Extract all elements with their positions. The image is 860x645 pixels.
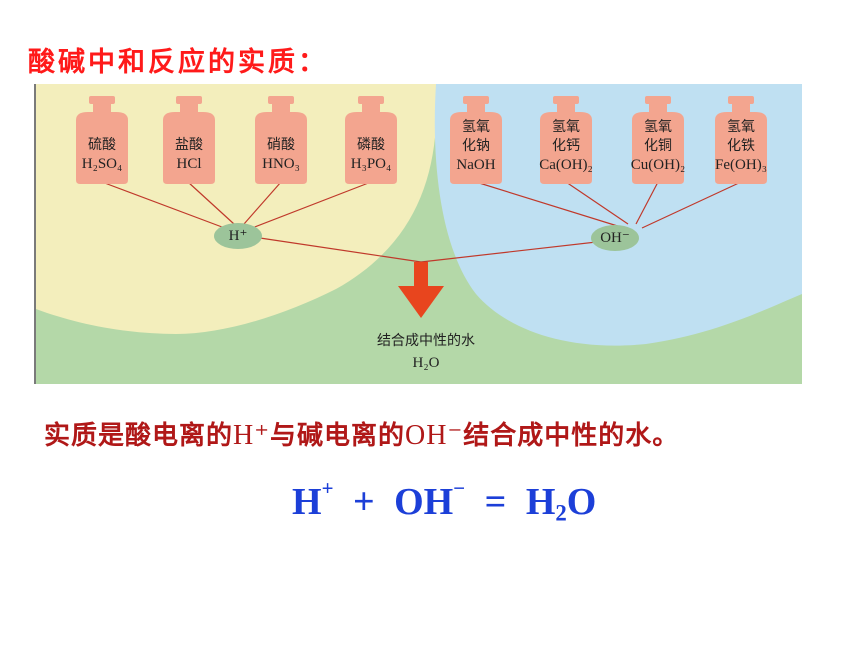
bottle-1 (76, 96, 128, 184)
base-bottle-label: 氢氧 化铁 Fe(OH)₃ (715, 119, 767, 173)
slide-title: 酸碱中和反应的实质： (28, 47, 328, 78)
acid-bottle-label: 硝酸 HNO₃ (262, 137, 300, 172)
base-bottle-label: 氢氧 化钠 NaOH (456, 119, 496, 173)
acid-bottle-label: 硫酸 H₂SO₄ (81, 137, 123, 172)
diagram-background (36, 84, 802, 384)
result-label: 结合成中性的水 H₂O (377, 333, 475, 371)
hydroxide-ion-node: OH⁻ (591, 225, 639, 251)
acid-bottle-label: 磷酸 H₃PO₄ (350, 137, 392, 172)
essence-statement: 实质是酸电离的H⁺与碱电离的OH⁻结合成中性的水。 (44, 420, 680, 451)
base-bottle-label: 氢氧 化铜 Cu(OH)₂ (630, 119, 686, 173)
base-bottle-label: 氢氧 化钙 Ca(OH)₂ (539, 119, 593, 173)
ionic-equation: H+ + OH− = H2O (292, 476, 597, 526)
neutralization-diagram: 硫酸 H₂SO₄ 盐酸 HCl 硝酸 HNO₃ 磷酸 H₃PO₄ 氢氧 化钠 N… (34, 84, 802, 384)
hydrogen-ion-node: H⁺ (214, 223, 262, 249)
acid-bottle-label: 盐酸 HCl (175, 137, 203, 172)
